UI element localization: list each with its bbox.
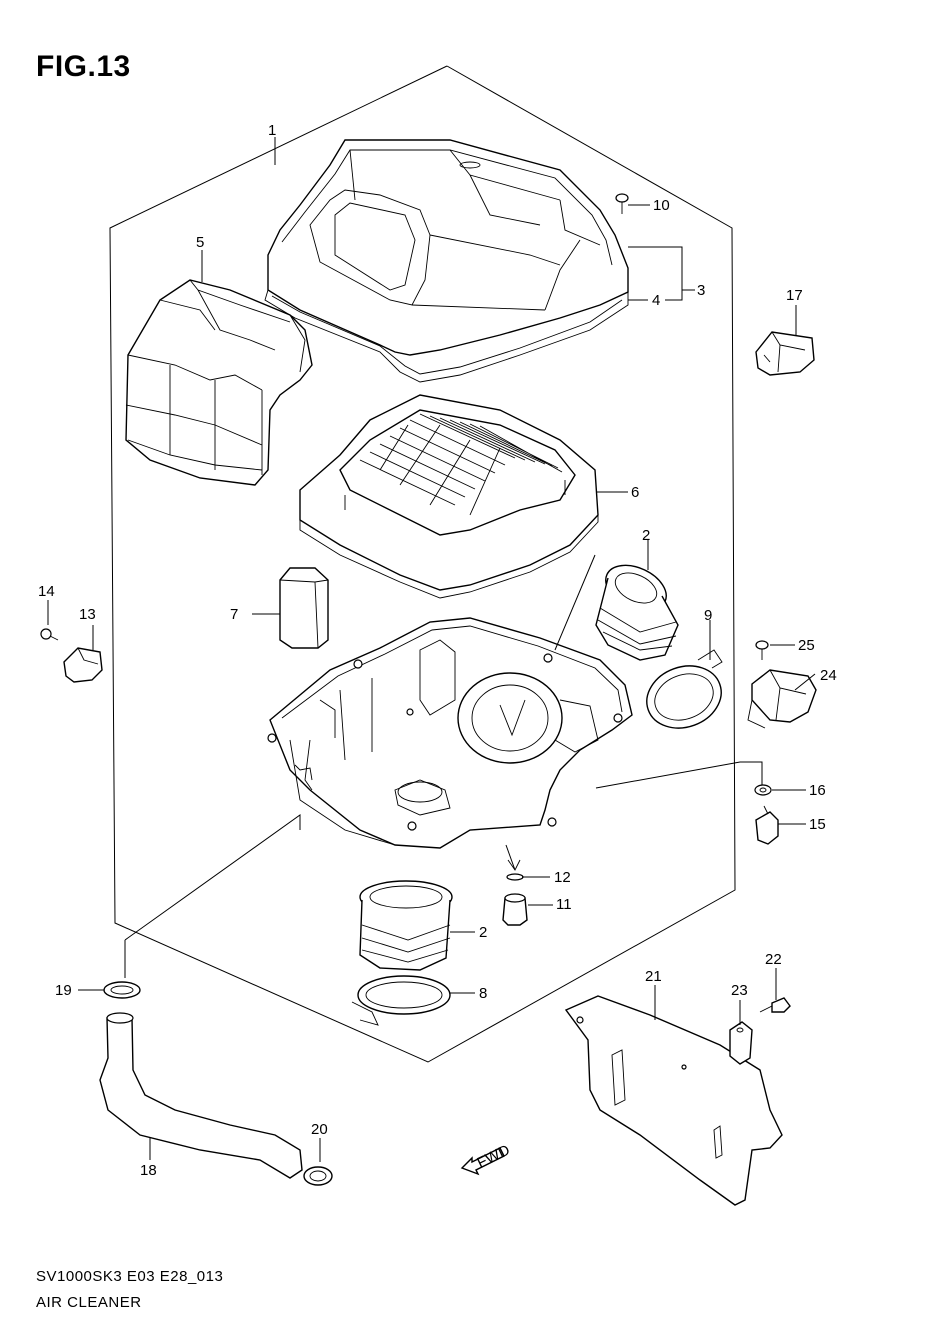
drain-hose-part <box>99 1012 303 1179</box>
callout-8: 8 <box>479 985 487 1002</box>
callout-18: 18 <box>140 1162 157 1179</box>
clamp-20-part <box>303 1166 333 1186</box>
callout-16: 16 <box>809 782 826 799</box>
upper-case-part <box>264 139 629 383</box>
bolt-14-part <box>40 628 59 641</box>
assembly-boundary <box>109 65 736 1063</box>
callout-23: 23 <box>731 982 748 999</box>
forward-arrow-icon: FWD <box>460 1141 513 1176</box>
callout-11: 11 <box>556 896 572 913</box>
grommet-23-part <box>729 1021 753 1065</box>
callout-17: 17 <box>786 287 803 304</box>
callout-7: 7 <box>230 606 238 623</box>
callout-19: 19 <box>55 982 72 999</box>
sensor-13-part <box>63 647 103 683</box>
upper-hose-part <box>595 564 679 661</box>
callout-3: 3 <box>697 282 705 299</box>
callout-4: 4 <box>652 292 660 309</box>
lower-hose-part <box>359 880 453 971</box>
callout-24: 24 <box>820 667 837 684</box>
cushion-block-part <box>279 567 329 649</box>
lower-clamp-part <box>351 975 451 1026</box>
model-code: SV1000SK3 E03 E28_013 <box>36 1268 224 1285</box>
callout-2-lower: 2 <box>479 924 487 941</box>
callout-12: 12 <box>554 869 571 886</box>
screw-25-part <box>755 640 769 660</box>
callout-1: 1 <box>268 122 276 139</box>
callout-2-upper: 2 <box>642 527 650 544</box>
lower-case-part <box>267 617 633 849</box>
sensor-17-part <box>755 331 815 376</box>
sensor-24-part <box>747 669 817 729</box>
callout-6: 6 <box>631 484 639 501</box>
washer-16-part <box>754 784 772 796</box>
callout-22: 22 <box>765 951 782 968</box>
upper-clamp-part <box>646 649 723 729</box>
callout-14: 14 <box>38 583 55 600</box>
clamp-19-part <box>103 981 141 999</box>
section-name: AIR CLEANER <box>36 1294 142 1311</box>
callout-25: 25 <box>798 637 815 654</box>
callout-5: 5 <box>196 234 204 251</box>
callout-13: 13 <box>79 606 96 623</box>
intake-duct-part <box>125 279 313 486</box>
drain-cap-part <box>502 893 528 926</box>
leader-lines <box>47 137 816 1162</box>
callout-10: 10 <box>653 197 670 214</box>
filter-element-part <box>299 394 599 599</box>
plate-21-part <box>564 995 783 1206</box>
filter-pleats <box>344 413 566 516</box>
sensor-15-part <box>755 805 779 845</box>
callout-9: 9 <box>704 607 712 624</box>
callout-labels: 1 2 2 3 4 5 6 7 8 9 10 11 12 13 14 15 16… <box>38 122 837 1179</box>
screw-part <box>615 193 629 214</box>
figure-title: FIG.13 <box>36 50 131 83</box>
callout-21: 21 <box>645 968 662 985</box>
bolt-22-part <box>759 997 791 1013</box>
fwd-label: FWD <box>474 1141 512 1171</box>
callout-20: 20 <box>311 1121 328 1138</box>
callout-15: 15 <box>809 816 826 833</box>
